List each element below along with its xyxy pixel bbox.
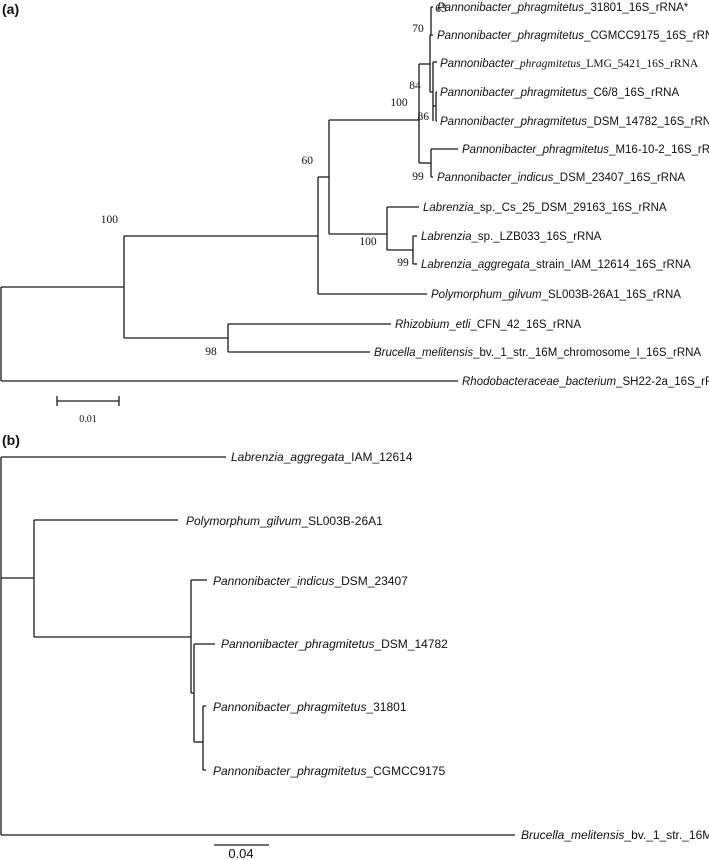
leaf-label: Pannonibacter_phragmitetus_CGMCC9175_16S… [437,30,709,42]
bootstrap-value: 86 [418,111,430,123]
bootstrap-value: 99 [397,257,409,269]
leaf-label: Polymorphum_gilvum_SL003B-26A1 [186,514,383,528]
bootstrap-value: 70 [412,23,424,35]
leaf-label: Rhizobium_etli_CFN_42_16S_rRNA [395,319,581,331]
leaf-label: Labrenzia_aggregata_strain_IAM_12614_16S… [421,259,691,271]
leaf-label: Pannonibacter_phragmitetus_31801_16S_rRN… [437,2,689,14]
leaf-label: Pannonibacter_phragmitetus_CGMCC9175 [213,764,445,778]
bootstrap-value: 98 [205,346,217,358]
panel-a-bootstrap-values: 63 70 84 100 86 99 60 100 100 99 98 [101,3,447,358]
leaf-label: Pannonibacter_phragmitetus_DSM_14782 [221,637,448,651]
panel-a-branches [0,6,458,382]
leaf-label: Pannonibacter_indicus_DSM_23407_16S_rRNA [437,172,685,184]
leaf-label: Pannonibacter_phragmitetus_LMG_5421_16S_… [440,58,699,70]
bootstrap-value: 100 [101,214,119,226]
scale-bar-label: 0.01 [79,414,97,425]
bootstrap-value: 63 [435,3,447,15]
panel-b: (b) Labrenzia_aggregata_IAM_12 [0,432,709,860]
panel-a-label: (a) [2,1,19,17]
leaf-label: Labrenzia_sp._LZB033_16S_rRNA [421,231,602,243]
leaf-label: Rhodobacteraceae_bacterium_SH22-2a_16S_r… [462,376,709,388]
panel-a: (a) [0,1,709,425]
leaf-label: Pannonibacter_phragmitetus_31801 [213,700,407,714]
panel-b-leaf-labels: Labrenzia_aggregata_IAM_12614 Polymorphu… [186,450,709,842]
bootstrap-value: 100 [390,97,408,109]
bootstrap-value: 99 [412,171,424,183]
panel-a-scale-bar: 0.01 [56,396,120,425]
leaf-label: Polymorphum_gilvum_SL003B-26A1_16S_rRNA [431,289,681,301]
leaf-label: Pannonibacter_phragmitetus_C6/8_16S_rRNA [440,87,679,99]
leaf-label: Brucella_melitensis_bv._1_str._16M [521,828,709,842]
leaf-label: Pannonibacter_phragmitetus_DSM_14782_16S… [440,116,709,128]
leaf-label: Labrenzia_sp._Cs_25_DSM_29163_16S_rRNA [423,202,667,214]
panel-a-leaf-labels: Pannonibacter_phragmitetus_31801_16S_rRN… [374,2,709,388]
panel-b-scale-bar: 0.04 [214,844,269,860]
leaf-label: Labrenzia_aggregata_IAM_12614 [231,450,413,464]
bootstrap-value: 60 [302,155,314,167]
bootstrap-value: 84 [409,80,421,92]
bootstrap-value: 100 [359,236,377,248]
panel-b-branches [0,456,515,836]
leaf-label: Pannonibacter_phragmitetus_M16-10-2_16S_… [462,144,709,156]
leaf-label: Pannonibacter_indicus_DSM_23407 [213,574,408,588]
scale-bar-label: 0.04 [228,846,253,860]
panel-b-label: (b) [2,432,20,448]
leaf-label: Brucella_melitensis_bv._1_str._16M_chrom… [374,347,701,359]
